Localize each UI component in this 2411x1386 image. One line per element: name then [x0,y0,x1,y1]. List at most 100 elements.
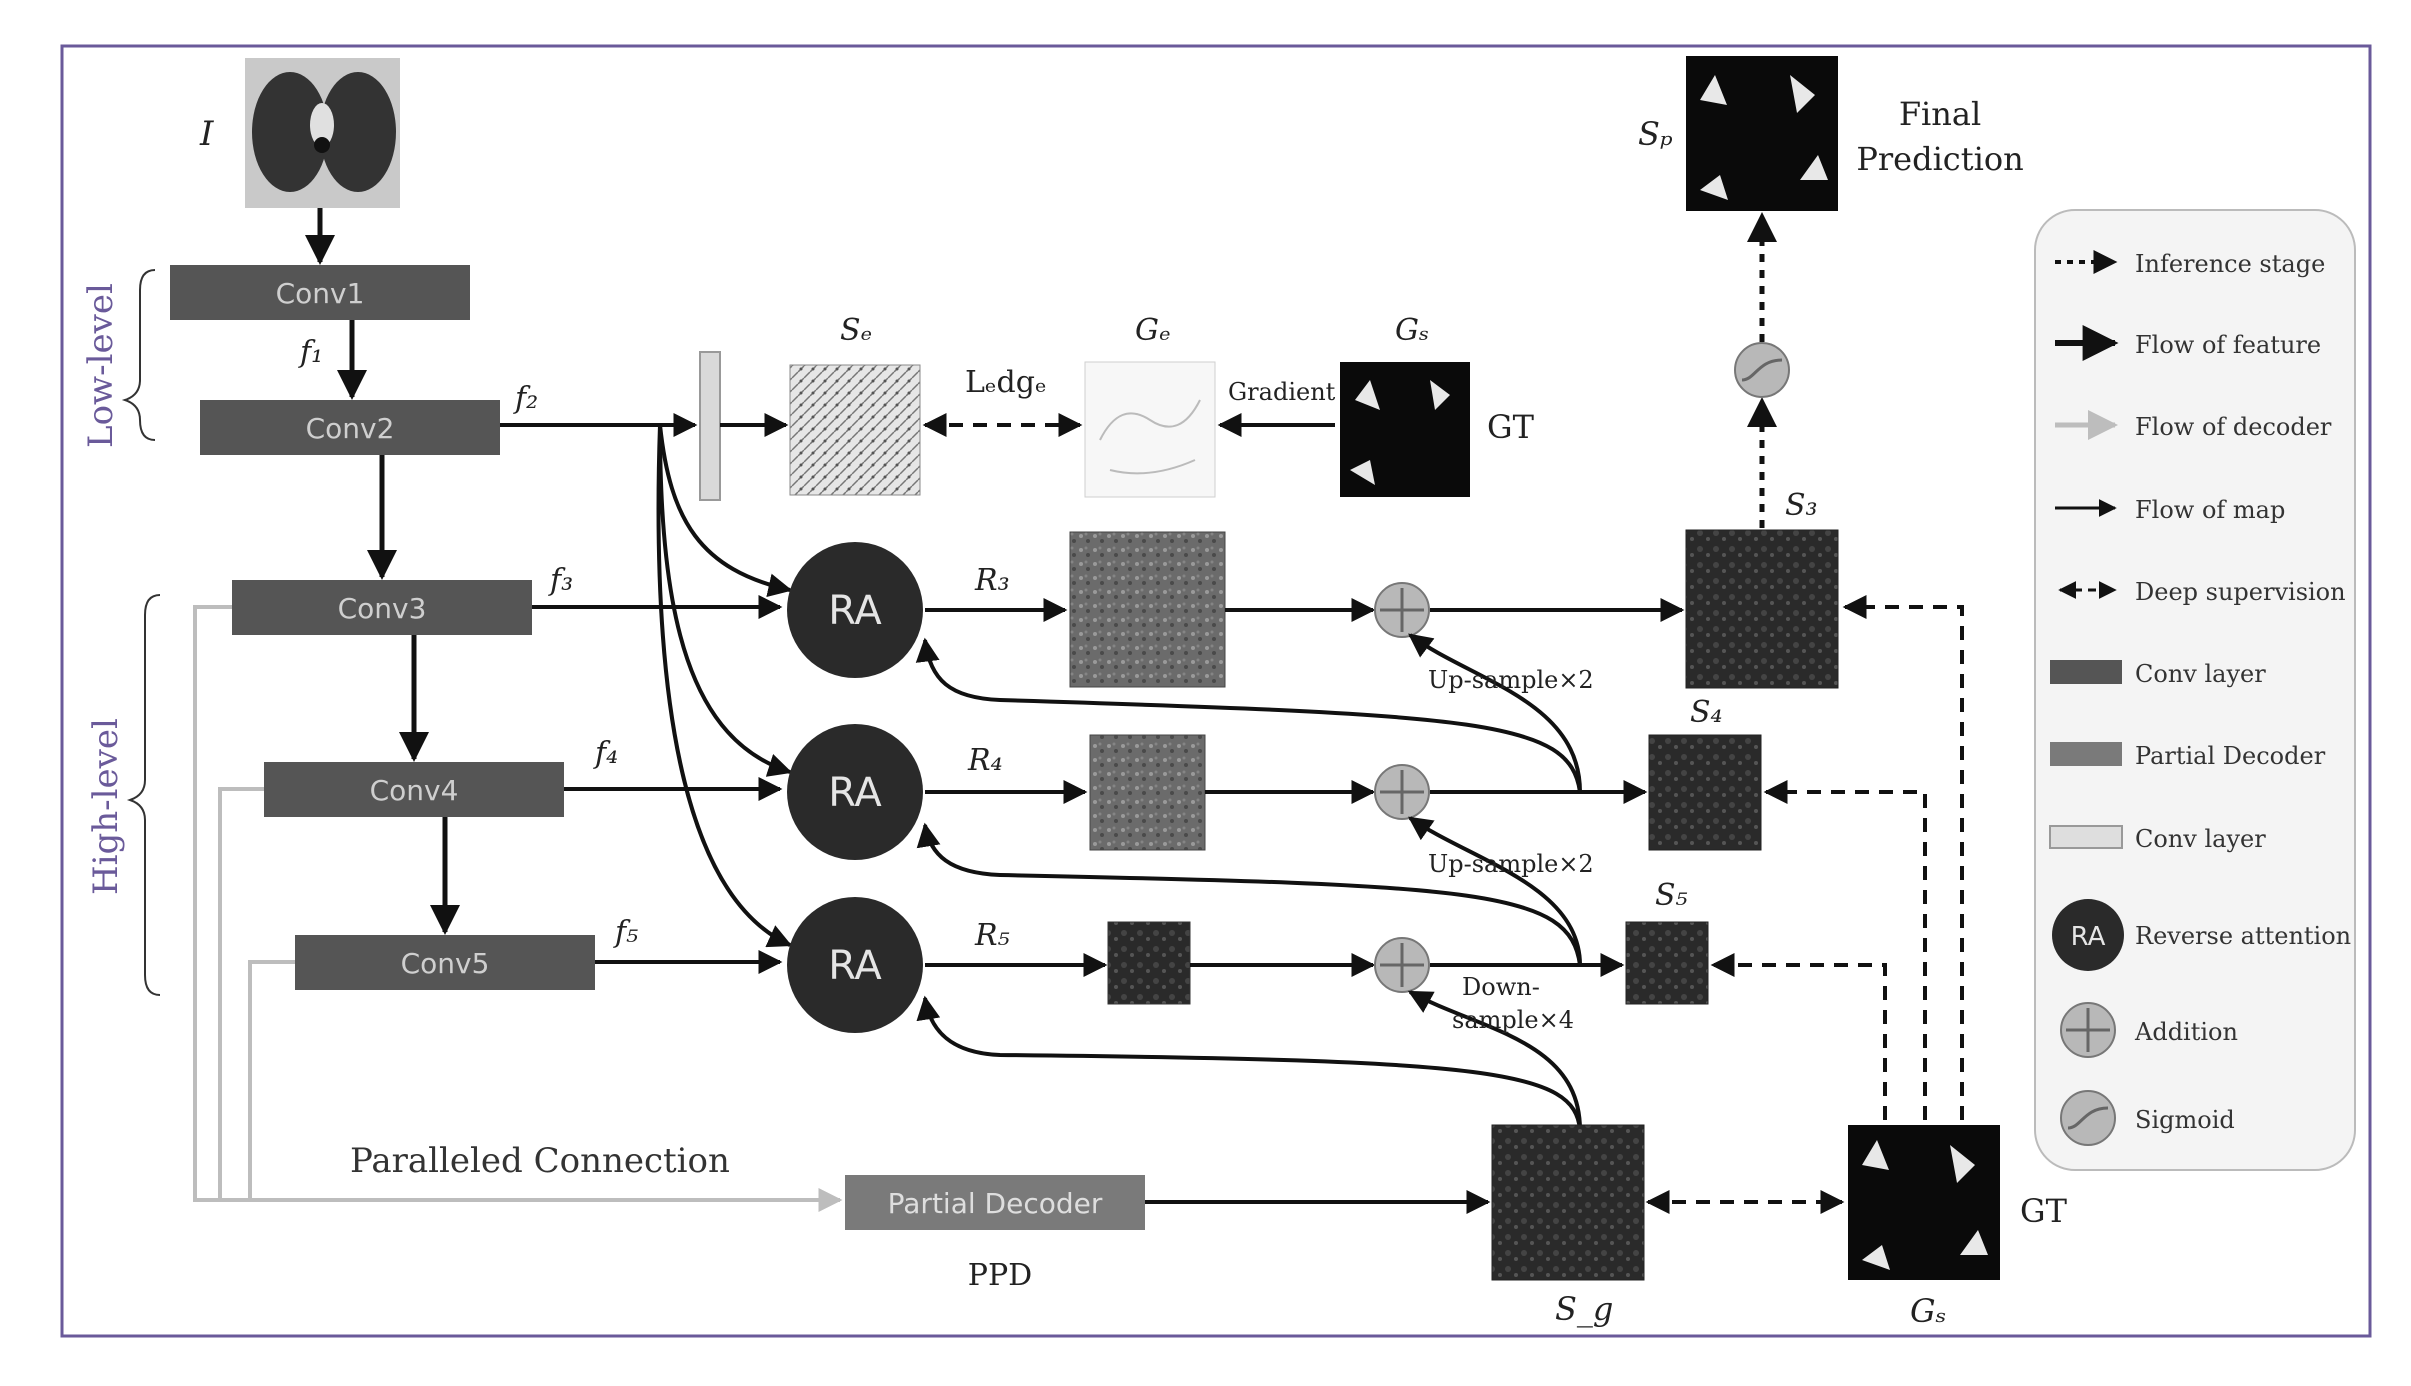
input-ct-image [245,58,400,208]
legend-item-3: Flow of decoder [2135,413,2332,441]
legend-item-10: Addition [2134,1018,2238,1046]
conv5-label: Conv5 [401,947,490,980]
conv1-block: Conv1 [170,265,470,320]
parallel-line-conv4 [218,787,264,1200]
f3-label: f₃ [548,563,573,598]
adder-3 [1374,582,1430,638]
conv1-label: Conv1 [276,277,365,310]
gt-bottom-label: GT [2020,1192,2068,1230]
ra5-module: RA [787,897,923,1033]
ppd-label: PPD [968,1258,1032,1293]
outer-frame [60,44,2372,1338]
sg-map [1491,1124,1645,1281]
deep-supervision-s3 [1842,595,1964,1120]
upsample-2a-label: Up-sample×2 [1428,666,1594,694]
gs-top-label: Gₛ [1395,313,1429,348]
r4-label: R₄ [967,743,1003,778]
legend-item-9: Reverse attention [2135,922,2351,950]
legend-addition-icon [2060,1002,2116,1058]
ra4-module: RA [787,724,923,860]
downsample-label-1: Down- [1462,973,1540,1001]
partial-decoder-label: Partial Decoder [888,1187,1103,1220]
sp-label: Sₚ [1638,115,1673,153]
legend-item-5: Deep supervision [2135,578,2346,606]
f5-label: f₅ [613,915,638,950]
se-label: Sₑ [840,313,872,348]
legend-item-7: Partial Decoder [2135,742,2326,770]
f2-label: f₂ [513,381,538,416]
adder-5 [1374,937,1430,993]
high-level-label: High-level [86,718,126,895]
ra3-module: RA [787,542,923,678]
feedback-s4-ra3 [915,637,1582,793]
ra3-label: RA [828,588,882,634]
deep-supervision-s5 [1710,953,1887,1120]
gt-top-label: GT [1487,408,1535,446]
downsample-label-2: sample×4 [1452,1006,1574,1034]
ra5-label: RA [828,943,882,989]
input-label: I [199,114,214,154]
conv2-block: Conv2 [200,400,500,455]
ge-label: Gₑ [1135,313,1171,348]
high-level-brace [126,594,161,996]
gradient-label: Gradient [1228,378,1336,406]
se-map [789,364,921,496]
r5-label: R₅ [974,918,1010,953]
upsample-2b-label: Up-sample×2 [1428,850,1594,878]
s4-map [1648,734,1762,851]
ra4-label: RA [828,770,882,816]
edge-conv-layer [699,351,721,501]
f4-label: f₄ [593,736,618,771]
partial-decoder-block: Partial Decoder [845,1175,1145,1230]
adder-4 [1374,764,1430,820]
s5-label: S₅ [1655,878,1688,913]
legend-edge-conv-icon [2049,825,2123,849]
legend-partial-decoder-icon [2050,742,2122,766]
upsample-s5-add4 [1408,816,1582,966]
legend-item-4: Flow of map [2135,496,2285,524]
curve-f2-ra5 [656,424,793,948]
low-level-label: Low-level [81,283,121,448]
r3-label: R₃ [974,563,1010,598]
gs-top-map [1340,362,1470,497]
ge-map [1084,361,1216,498]
downsample-sg-add5 [1407,990,1582,1131]
conv2-label: Conv2 [306,412,395,445]
legend-item-1: Inference stage [2135,250,2325,278]
parallel-line-conv5 [248,960,295,1200]
legend-item-8: Conv layer [2135,825,2266,853]
r5-map [1107,921,1191,1005]
legend-conv-icon [2050,660,2122,684]
curve-f2-ra3 [658,424,793,598]
low-level-brace [121,269,156,441]
feedback-s5-ra4 [916,822,1582,966]
paralleled-connection-label: Paralleled Connection [350,1141,730,1181]
upsample-s4-add3 [1408,633,1582,793]
s3-map [1685,529,1839,689]
legend-sigmoid-icon [2060,1090,2116,1146]
final-prediction-label-2: Prediction [1856,140,2023,178]
final-prediction-label-1: Final [1899,95,1981,133]
conv3-block: Conv3 [232,580,532,635]
legend-ra-icon [2052,899,2124,971]
r4-map [1089,734,1206,851]
sigmoid-node [1734,342,1790,398]
parallel-line-conv3 [193,605,843,1212]
feedback-sg-ra5 [916,995,1582,1131]
conv4-label: Conv4 [370,774,459,807]
sg-label: S_g [1555,1290,1613,1328]
ledge-label: Lₑdgₑ [965,365,1047,400]
deep-supervision-s4 [1763,780,1927,1120]
curve-f2-ra4 [658,424,793,777]
s3-label: S₃ [1785,488,1818,523]
gs-bottom-label: Gₛ [1910,1292,1946,1330]
f1-label: f₁ [298,335,323,370]
conv5-block: Conv5 [295,935,595,990]
conv4-block: Conv4 [264,762,564,817]
legend-item-2: Flow of feature [2135,331,2321,359]
legend-item-6: Conv layer [2135,660,2266,688]
legend-item-11: Sigmoid [2135,1106,2235,1134]
conv3-label: Conv3 [338,592,427,625]
